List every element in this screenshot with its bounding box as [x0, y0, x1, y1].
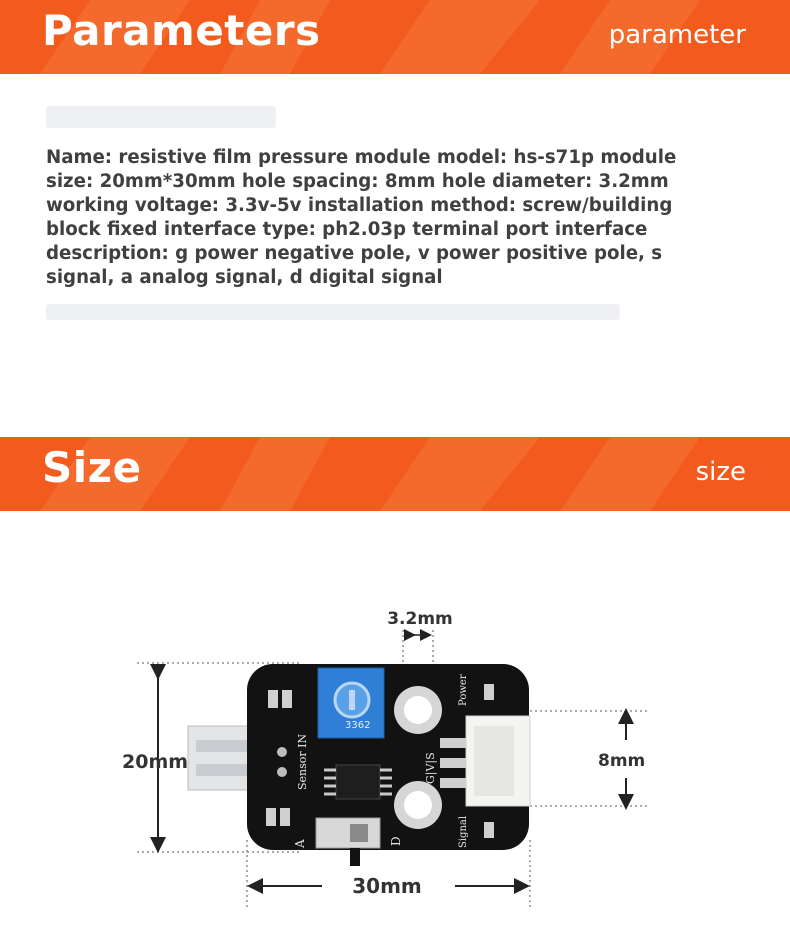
- faded-line: [46, 304, 620, 320]
- pot-code: 3362: [345, 720, 370, 731]
- height-label: 20mm: [122, 751, 188, 773]
- sensor-in-label: Sensor IN: [296, 734, 309, 790]
- size-banner: Size size: [0, 437, 790, 511]
- banner-stripes: [40, 437, 700, 511]
- parameters-subtitle: parameter: [608, 20, 746, 50]
- size-subtitle: size: [695, 457, 746, 487]
- faded-line: [46, 106, 276, 128]
- ph-connector: [465, 715, 531, 807]
- hole-diameter-label: 3.2mm: [387, 609, 453, 629]
- parameters-title: Parameters: [42, 6, 321, 55]
- mounting-holes: [394, 686, 442, 829]
- pin-header: [440, 738, 476, 788]
- smd-components: [266, 684, 494, 838]
- width-label: 30mm: [352, 874, 422, 898]
- power-label: Power: [458, 674, 469, 706]
- slide-switch: [315, 817, 381, 866]
- digital-label: D: [389, 836, 403, 846]
- pcb-board: 3362: [247, 664, 531, 866]
- analog-label: A: [293, 839, 307, 849]
- size-diagram: 3.2mm 20mm 30mm 8mm 3362: [122, 609, 650, 908]
- pins-label: G|V|S: [424, 752, 438, 784]
- potentiometer: 3362: [317, 667, 385, 739]
- size-title: Size: [42, 443, 142, 492]
- parameters-description: Name: resistive film pressure module mod…: [46, 147, 677, 288]
- signal-label: Signal: [458, 816, 469, 848]
- ic-chip: [324, 764, 392, 800]
- parameters-banner: Parameters parameter: [0, 0, 790, 74]
- hole-spacing-label: 8mm: [598, 751, 645, 771]
- banner-stripes: [40, 0, 700, 74]
